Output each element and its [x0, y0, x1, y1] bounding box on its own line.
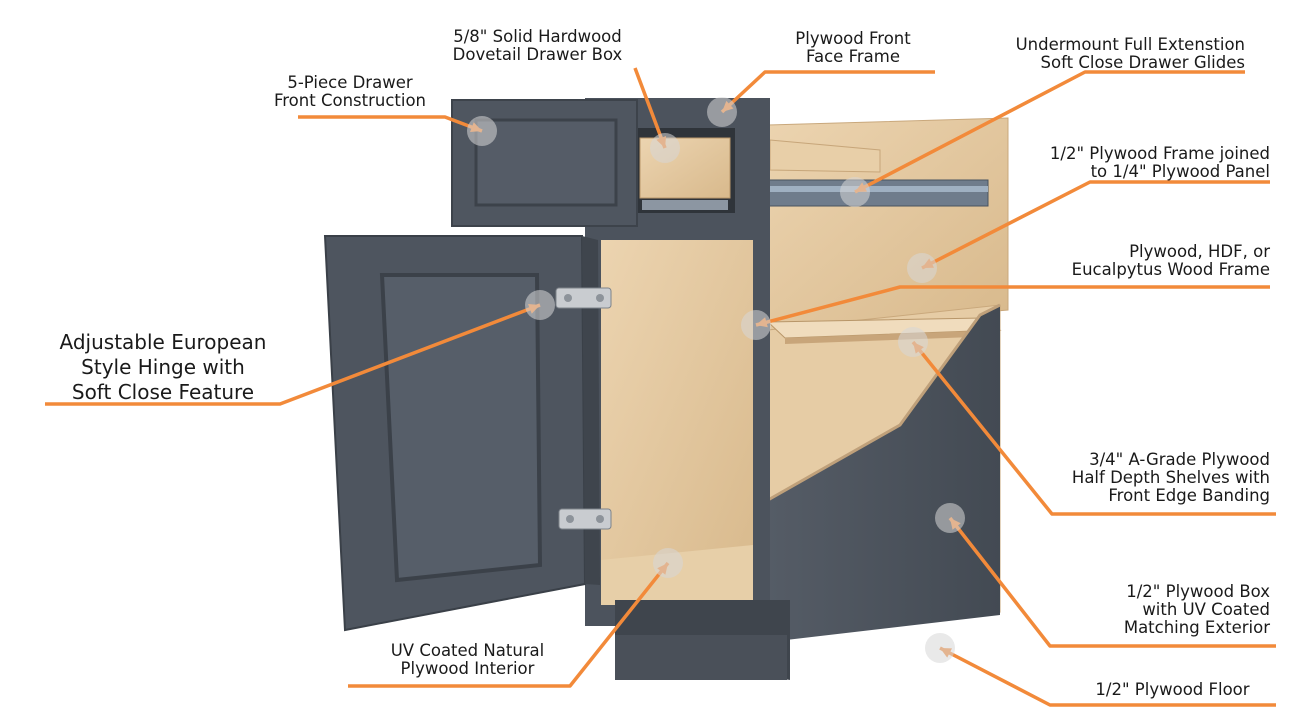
- cabinet-opening: [601, 240, 753, 605]
- leader-shelves: [911, 340, 1276, 516]
- callout-box: 1/2" Plywood Box with UV Coated Matching…: [1123, 582, 1270, 637]
- callout-hinge: Adjustable European Style Hinge with Sof…: [59, 330, 267, 404]
- callout-marker: [925, 633, 955, 663]
- cabinet-right-side: [768, 305, 1000, 640]
- drawer-runner: [642, 200, 728, 210]
- leader-hdf-frame: [755, 285, 1270, 327]
- callout-marker: [467, 116, 497, 146]
- callout-markers: [467, 97, 965, 663]
- leader-plywood-frame-panel: [921, 180, 1270, 270]
- leader-face-frame: [720, 70, 935, 114]
- leader-drawer-glides: [854, 70, 1245, 194]
- shelf-edge: [785, 330, 1000, 344]
- drawer-glide-rail: [768, 186, 988, 192]
- leader-floor: [939, 646, 1276, 707]
- door-raised-panel: [379, 273, 543, 583]
- leader-box: [948, 516, 1276, 648]
- callout-marker: [741, 310, 771, 340]
- callout-drawer-glides: Undermount Full Extenstion Soft Close Dr…: [1015, 35, 1245, 72]
- cabinet-side-edge: [767, 303, 1001, 502]
- callout-face-frame: Plywood Front Face Frame: [795, 29, 911, 66]
- callout-marker: [898, 327, 928, 357]
- callout-marker: [840, 177, 870, 207]
- hinge-icon: [555, 287, 612, 309]
- callout-marker: [907, 253, 937, 283]
- callout-drawer-box: 5/8" Solid Hardwood Dovetail Drawer Box: [452, 27, 623, 64]
- callout-marker: [650, 133, 680, 163]
- callout-plywood-frame-panel: 1/2" Plywood Frame joined to 1/4" Plywoo…: [1049, 144, 1270, 181]
- callout-floor: 1/2" Plywood Floor: [1095, 680, 1250, 699]
- callout-hdf-frame: Plywood, HDF, or Eucalpytus Wood Frame: [1071, 242, 1270, 279]
- door-edge: [582, 236, 600, 585]
- drawer-front-panel: [474, 118, 618, 207]
- drawer-glide: [767, 179, 989, 207]
- callout-marker: [525, 290, 555, 320]
- base-front: [615, 635, 787, 680]
- callout-drawer-front: 5-Piece Drawer Front Construction: [273, 73, 427, 110]
- callout-marker: [707, 97, 737, 127]
- callout-marker: [653, 548, 683, 578]
- callout-marker: [935, 503, 965, 533]
- hinge-icon: [558, 508, 612, 530]
- leader-hinge: [45, 303, 541, 406]
- callout-shelves: 3/4" A-Grade Plywood Half Depth Shelves …: [1071, 450, 1270, 505]
- callout-interior: UV Coated Natural Plywood Interior: [390, 641, 545, 678]
- leader-interior: [348, 561, 670, 688]
